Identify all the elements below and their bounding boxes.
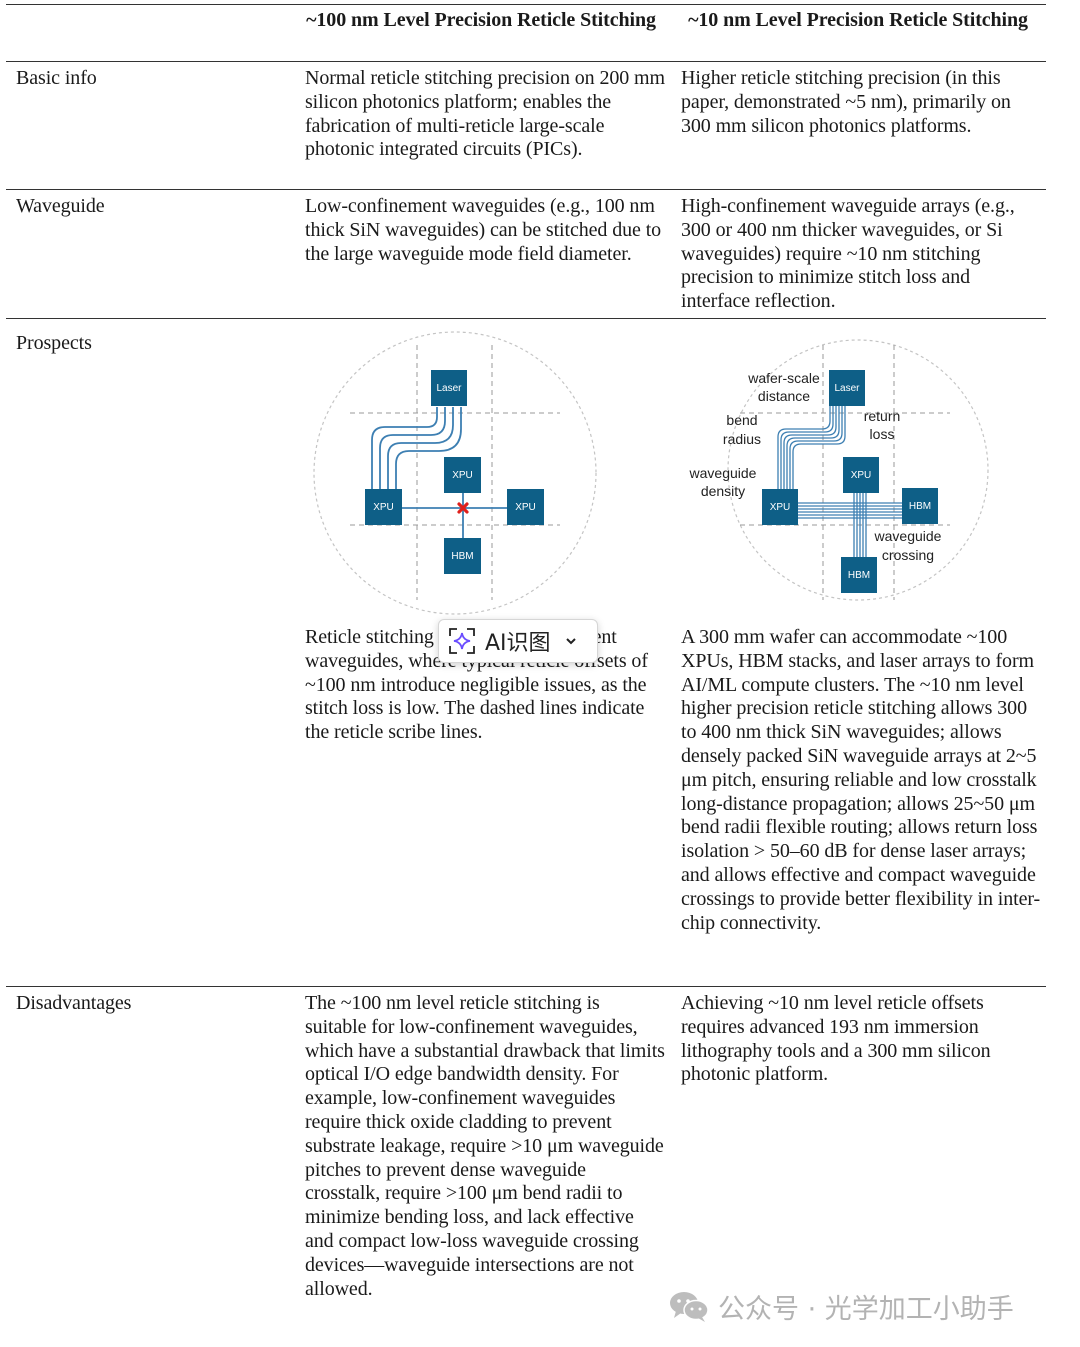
- chip-label-xpu: XPU: [851, 470, 872, 481]
- basic-info-100nm: Normal reticle stitching precision on 20…: [305, 67, 665, 161]
- row-rule-prospects: [6, 986, 1046, 987]
- disadvantages-10nm: Achieving ~10 nm level reticle offsets r…: [681, 992, 991, 1086]
- wafer-outline: [313, 331, 597, 615]
- basic-info-10nm: Higher reticle stitching precision (in t…: [681, 67, 1011, 137]
- chip-hbm-bottom: HBM: [841, 557, 877, 593]
- waveguide-bundle: [371, 407, 507, 538]
- table-top-rule: [6, 4, 1046, 5]
- waveguide-100nm: Low-confinement waveguides (e.g., 100 nm…: [305, 195, 662, 265]
- chip-hbm-right: HBM: [902, 488, 938, 524]
- prospects-10nm: A 300 mm wafer can accommodate ~100 XPUs…: [681, 626, 1041, 934]
- waveguide-array: [777, 406, 902, 557]
- annotation-radius: radius: [723, 431, 761, 447]
- waveguide-10nm: High-confinement waveguide arrays (e.g.,…: [681, 195, 1015, 313]
- annotation-return: return: [864, 408, 901, 424]
- chip-hbm: HBM: [444, 538, 481, 574]
- chip-label-xpu: XPU: [452, 470, 473, 481]
- annotation-crossing: crossing: [882, 547, 934, 563]
- chip-label-hbm: HBM: [848, 570, 870, 581]
- chip-label-hbm: HBM: [909, 501, 931, 512]
- wafer-outline: [727, 339, 989, 601]
- annotation-bend: bend: [726, 412, 757, 428]
- chip-xpu-left: XPU: [762, 489, 798, 525]
- annotation-density: density: [701, 483, 745, 499]
- diagram-10nm-stitching: Laser XPU XPU HBM HBM wafer-scale distan…: [689, 339, 989, 601]
- scribe-lines: [740, 345, 950, 600]
- wechat-icon: [670, 1292, 709, 1322]
- row-label-prospects: Prospects: [16, 332, 92, 354]
- chip-laser: Laser: [431, 370, 467, 406]
- annotation-wafer-scale: wafer-scale: [747, 370, 820, 386]
- chip-xpu-right: XPU: [507, 489, 544, 525]
- annotation-loss: loss: [870, 426, 895, 442]
- annotation-waveguide: waveguide: [874, 528, 942, 544]
- chip-label-xpu: XPU: [373, 502, 394, 513]
- chip-laser: Laser: [829, 370, 865, 406]
- chip-label-hbm: HBM: [451, 551, 473, 562]
- chip-xpu-top: XPU: [444, 457, 481, 493]
- chip-label-laser: Laser: [834, 383, 860, 394]
- row-label-waveguide: Waveguide: [16, 195, 105, 217]
- chip-label-xpu: XPU: [515, 502, 536, 513]
- row-label-basic-info: Basic info: [16, 67, 97, 89]
- ai-image-recognition-button[interactable]: AI识图: [438, 619, 598, 663]
- chevron-down-icon[interactable]: [565, 636, 577, 646]
- chip-xpu-top: XPU: [843, 457, 879, 493]
- annotation-waveguide: waveguide: [689, 465, 757, 481]
- ai-scan-icon: [449, 628, 475, 654]
- annotation-distance: distance: [758, 388, 810, 404]
- chip-xpu-left: XPU: [365, 489, 402, 525]
- diagram-100nm-stitching: Laser XPU XPU XPU HBM: [313, 331, 597, 615]
- chip-label-laser: Laser: [436, 383, 462, 394]
- header-col-100nm: ~100 nm Level Precision Reticle Stitchin…: [306, 9, 656, 31]
- header-col-10nm: ~10 nm Level Precision Reticle Stitching: [688, 9, 1028, 31]
- row-label-disadvantages: Disadvantages: [16, 992, 132, 1014]
- disadvantages-100nm: The ~100 nm level reticle stitching is s…: [305, 992, 665, 1300]
- header-rule: [6, 61, 1046, 62]
- watermark-text: 公众号 · 光学加工小助手: [718, 1293, 1014, 1325]
- wechat-watermark: 公众号 · 光学加工小助手: [668, 1284, 1014, 1328]
- ai-image-recognition-label: AI识图: [485, 631, 551, 656]
- stitch-error-mark: [457, 502, 469, 514]
- chip-label-xpu: XPU: [770, 502, 791, 513]
- row-rule-waveguide: [6, 318, 1046, 319]
- row-rule-basic-info: [6, 189, 1046, 190]
